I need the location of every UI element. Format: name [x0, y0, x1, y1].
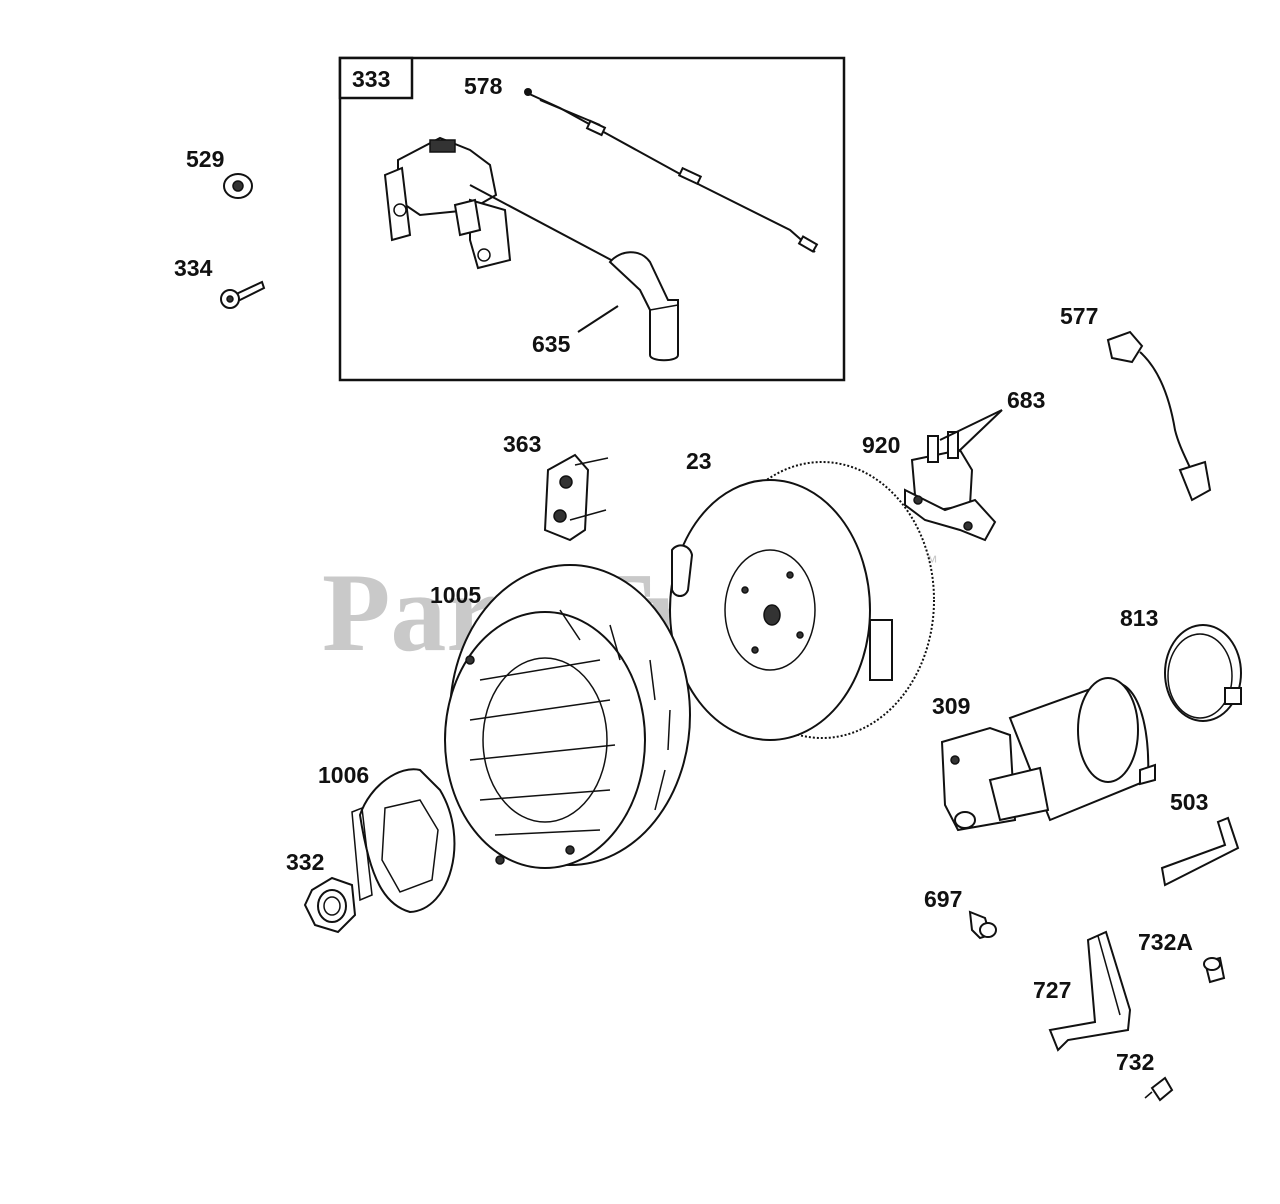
label-1005[interactable]: 1005 — [430, 582, 481, 608]
screw-697-part[interactable] — [968, 910, 997, 940]
label-333[interactable]: 333 — [352, 66, 390, 92]
label-23[interactable]: 23 — [686, 448, 712, 474]
bracket-727-part[interactable] — [1048, 930, 1132, 1052]
label-334[interactable]: 334 — [174, 255, 213, 281]
label-697[interactable]: 697 — [924, 886, 962, 912]
band-clamp-part[interactable] — [1164, 624, 1242, 722]
spark-plug-lead-part[interactable] — [469, 184, 679, 362]
grommet-part[interactable] — [223, 173, 253, 199]
label-732[interactable]: 732 — [1116, 1049, 1154, 1075]
leader-683-b — [957, 409, 1003, 453]
ground-wire-part[interactable] — [1106, 330, 1212, 502]
ignition-armature-part[interactable] — [383, 136, 512, 270]
flywheel-part[interactable] — [669, 461, 935, 741]
cooling-fan-part[interactable] — [444, 564, 691, 869]
label-1006[interactable]: 1006 — [318, 762, 369, 788]
strap-part[interactable] — [1160, 816, 1240, 887]
starter-motor-part[interactable] — [940, 677, 1156, 832]
wire-harness-part[interactable] — [524, 88, 819, 253]
flywheel-nut-part[interactable] — [303, 876, 357, 934]
label-813[interactable]: 813 — [1120, 605, 1158, 631]
label-332[interactable]: 332 — [286, 849, 324, 875]
label-727[interactable]: 727 — [1033, 977, 1071, 1003]
label-920[interactable]: 920 — [862, 432, 900, 458]
label-503[interactable]: 503 — [1170, 789, 1208, 815]
label-529[interactable]: 529 — [186, 146, 224, 172]
label-363[interactable]: 363 — [503, 431, 541, 457]
mounting-bracket-part[interactable] — [543, 453, 609, 542]
screw-732a-part[interactable] — [1203, 956, 1226, 984]
label-683[interactable]: 683 — [1007, 387, 1045, 413]
ignition-kit-box — [338, 56, 846, 382]
bolt-334-part[interactable] — [220, 280, 266, 309]
starter-solenoid-part[interactable] — [904, 431, 997, 542]
label-578[interactable]: 578 — [464, 73, 503, 99]
leader-683-a — [939, 409, 1003, 441]
leader-635 — [577, 305, 619, 333]
label-309[interactable]: 309 — [932, 693, 970, 719]
label-635[interactable]: 635 — [532, 331, 571, 357]
screw-732-part[interactable] — [1144, 1076, 1174, 1102]
fan-retainer-part[interactable] — [351, 768, 456, 914]
label-577[interactable]: 577 — [1060, 303, 1098, 329]
label-732A[interactable]: 732A — [1138, 929, 1193, 955]
